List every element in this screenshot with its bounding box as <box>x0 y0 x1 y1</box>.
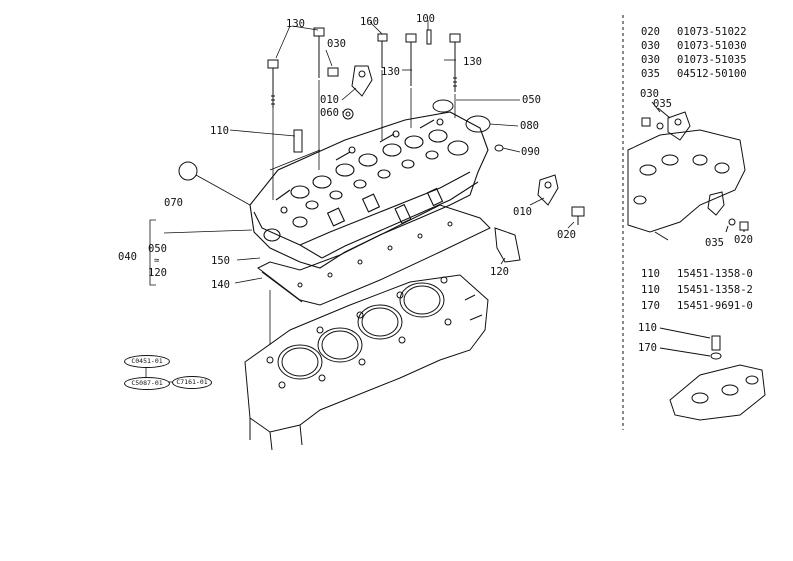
ref-code: 035 <box>641 68 660 80</box>
ref2-row-2: 110 15451-1358-2 <box>641 284 753 296</box>
ref-row-4: 035 04512-50100 <box>641 68 747 80</box>
cylinder-block <box>244 274 489 451</box>
ref-part-number: 01073-51035 <box>677 54 747 66</box>
callout-130-right: 130 <box>463 56 482 68</box>
callout-120-group: 120 <box>148 267 167 279</box>
callout-080: 080 <box>520 120 539 132</box>
plugs <box>178 99 504 181</box>
cylinder-head <box>249 111 489 269</box>
callout-020: 020 <box>557 229 576 241</box>
callout-150: 150 <box>211 255 230 267</box>
callout-130-mid: 130 <box>381 66 400 78</box>
callout-060: 060 <box>320 107 339 119</box>
detail-view-upper <box>627 101 749 241</box>
callout-130: 130 <box>286 18 305 30</box>
callout-120: 120 <box>490 266 509 278</box>
ref-code: 020 <box>641 26 660 38</box>
ref2-row-3: 170 15451-9691-0 <box>641 300 753 312</box>
callout-040: 040 <box>118 251 137 263</box>
callout-010-right: 010 <box>513 206 532 218</box>
ref-part-number: 04512-50100 <box>677 68 747 80</box>
ref-row-2: 030 01073-51030 <box>641 40 747 52</box>
callout-010: 010 <box>320 94 339 106</box>
ref-code: 030 <box>641 40 660 52</box>
group-oval-3[interactable]: C7161-01 <box>172 376 212 389</box>
detail-callout-035-lower: 035 <box>705 237 724 249</box>
ref-part-number: 01073-51022 <box>677 26 747 38</box>
ref-part-number: 15451-1358-2 <box>677 284 753 296</box>
head-gasket <box>257 204 491 306</box>
head-bolts <box>267 27 461 108</box>
ref-part-number: 01073-51030 <box>677 40 747 52</box>
callout-070: 070 <box>164 197 183 209</box>
detail-callout-110: 110 <box>638 322 657 334</box>
detail-view-lower <box>659 327 766 421</box>
ref-code: 110 <box>641 268 660 280</box>
ref-row-3: 030 01073-51035 <box>641 54 747 66</box>
detail-callout-170: 170 <box>638 342 657 354</box>
detail-callout-035: 035 <box>653 98 672 110</box>
group-oval-2[interactable]: C5087-01 <box>124 377 170 390</box>
callout-160: 160 <box>360 16 379 28</box>
group-oval-1[interactable]: C0451-01 <box>124 355 170 368</box>
ref-code: 030 <box>641 54 660 66</box>
ref2-row-1: 110 15451-1358-0 <box>641 268 753 280</box>
hangers-and-nuts <box>327 65 585 225</box>
detail-callout-020: 020 <box>734 234 753 246</box>
callout-100: 100 <box>416 13 435 25</box>
ref-code: 170 <box>641 300 660 312</box>
callout-050-group: 050 <box>148 243 167 255</box>
ref-row-1: 020 01073-51022 <box>641 26 747 38</box>
ref-part-number: 15451-9691-0 <box>677 300 753 312</box>
callout-110: 110 <box>210 125 229 137</box>
callout-090: 090 <box>521 146 540 158</box>
ref-code: 110 <box>641 284 660 296</box>
sleeve-and-cover <box>293 129 521 263</box>
callout-050: 050 <box>522 94 541 106</box>
detail-callout-030: 030 <box>640 88 659 100</box>
callout-140: 140 <box>211 279 230 291</box>
leader-lines <box>149 20 575 345</box>
callout-030: 030 <box>327 38 346 50</box>
ref-part-number: 15451-1358-0 <box>677 268 753 280</box>
group-range-mark: ≃ <box>154 256 160 266</box>
bolt-160-and-pin-100 <box>377 29 432 68</box>
